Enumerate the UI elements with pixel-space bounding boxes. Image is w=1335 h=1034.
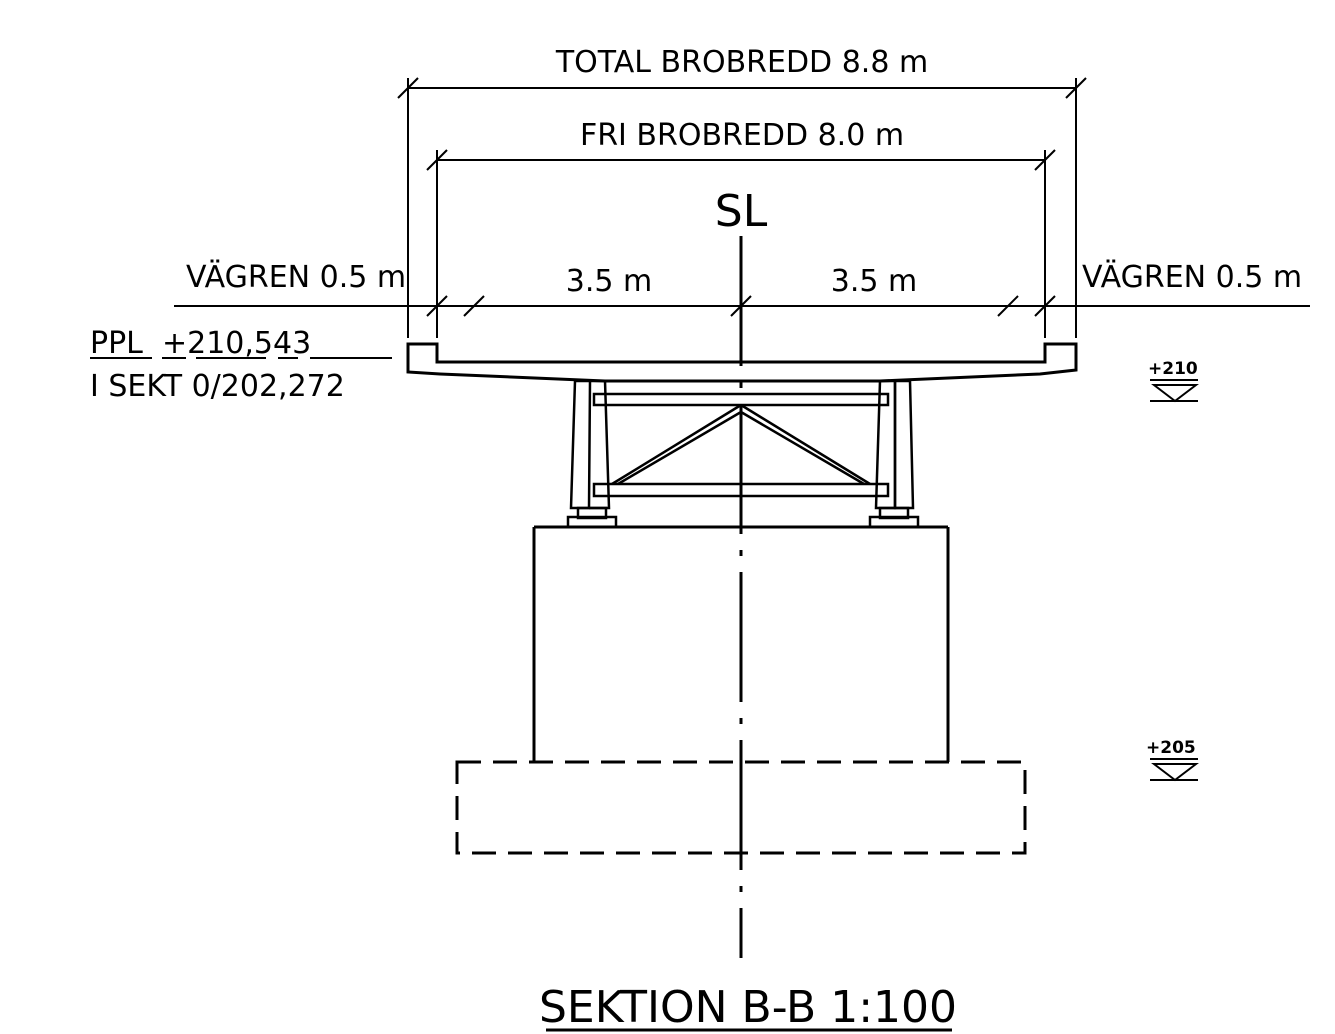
section-line-label: I SEKT 0/202,272 — [90, 369, 345, 404]
bridge-deck — [406, 342, 1078, 383]
shoulder-left-label: VÄGREN 0.5 m — [186, 259, 406, 295]
centerline: SL — [715, 186, 768, 958]
total-width-dimension: TOTAL BROBREDD 8.8 m — [397, 45, 1087, 338]
section-title-text: SEKTION B-B 1:100 — [539, 982, 957, 1033]
elevation-upper-label: +210 — [1148, 359, 1198, 379]
centerline-label: SL — [715, 186, 768, 237]
elevation-marker-upper: +210 — [1148, 359, 1199, 403]
elevation-marker-lower: +205 — [1146, 738, 1199, 782]
ppl-label: PPL — [90, 326, 143, 361]
bearings — [566, 506, 920, 529]
shoulder-right-label: VÄGREN 0.5 m — [1082, 259, 1302, 295]
lane-right-label: 3.5 m — [831, 264, 917, 299]
free-width-label: FRI BROBREDD 8.0 m — [580, 118, 904, 153]
lane-left-label: 3.5 m — [566, 264, 652, 299]
pier — [532, 525, 950, 762]
free-width-dimension: FRI BROBREDD 8.0 m — [426, 118, 1056, 338]
cross-bracing — [592, 392, 890, 498]
elevation-lower-label: +205 — [1146, 738, 1196, 758]
total-width-label: TOTAL BROBREDD 8.8 m — [555, 45, 928, 80]
section-title: SEKTION B-B 1:100 — [539, 982, 957, 1033]
ppl-value: +210,543 — [162, 326, 311, 361]
profile-label: PPL +210,543 I SEKT 0/202,272 — [90, 326, 400, 404]
foundation — [455, 760, 1027, 855]
